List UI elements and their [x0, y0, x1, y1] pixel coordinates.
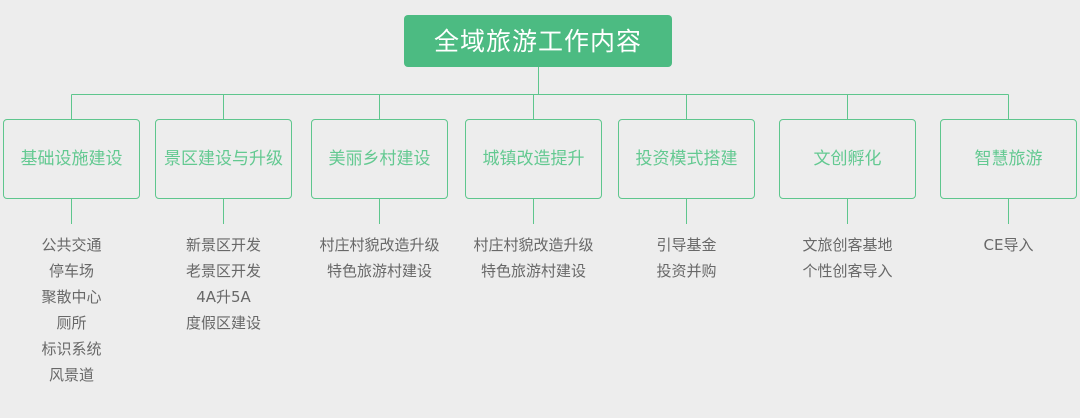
leaf-item: 特色旅游村建设 [480, 262, 586, 280]
leaf-list-6: 文旅创客基地个性创客导入 [779, 232, 916, 284]
branch-label-3: 美丽乡村建设 [328, 148, 431, 169]
leaf-list-5: 引导基金投资并购 [618, 232, 755, 284]
root-node-label: 全域旅游工作内容 [433, 26, 642, 56]
leaf-item: 聚散中心 [41, 288, 102, 306]
branch-label-2: 景区建设与升级 [164, 148, 283, 169]
leaf-item: 标识系统 [41, 340, 102, 358]
branch-box-5[interactable]: 投资模式搭建 [618, 119, 755, 199]
leaf-item: 风景道 [48, 366, 94, 384]
leaf-list-2: 新景区开发老景区开发 4A升5A 度假区建设 [155, 232, 292, 336]
branch-box-4[interactable]: 城镇改造提升 [465, 119, 602, 199]
leaf-list-7: CE导入 [940, 232, 1077, 258]
branch-label-4: 城镇改造提升 [482, 148, 585, 169]
leaf-item: CE导入 [983, 236, 1034, 254]
leaf-item: 村庄村貌改造升级 [319, 236, 440, 254]
branch-box-2[interactable]: 景区建设与升级 [155, 119, 292, 199]
leaf-item: 厕所 [56, 314, 87, 332]
branch-box-7[interactable]: 智慧旅游 [940, 119, 1077, 199]
branch-box-3[interactable]: 美丽乡村建设 [311, 119, 448, 199]
root-node[interactable]: 全域旅游工作内容 [404, 15, 672, 67]
branch-label-7: 智慧旅游 [974, 148, 1043, 169]
leaf-item: 停车场 [48, 262, 94, 280]
leaf-item: 村庄村貌改造升级 [473, 236, 594, 254]
leaf-list-3: 村庄村貌改造升级特色旅游村建设 [311, 232, 448, 284]
leaf-list-4: 村庄村貌改造升级特色旅游村建设 [465, 232, 602, 284]
leaf-item: 文旅创客基地 [802, 236, 893, 254]
leaf-item: 投资并购 [656, 262, 717, 280]
leaf-item: 度假区建设 [185, 314, 261, 332]
leaf-item: 公共交通 [41, 236, 102, 254]
leaf-list-1: 公共交通停车场聚散中心厕所标识系统风景道 [3, 232, 140, 388]
branch-box-1[interactable]: 基础设施建设 [3, 119, 140, 199]
branch-label-5: 投资模式搭建 [635, 148, 738, 169]
leaf-item: 新景区开发 [185, 236, 261, 254]
branch-label-1: 基础设施建设 [20, 148, 123, 169]
leaf-item: 引导基金 [656, 236, 717, 254]
branch-label-6: 文创孵化 [813, 148, 882, 169]
branch-box-6[interactable]: 文创孵化 [779, 119, 916, 199]
leaf-item: 老景区开发 [185, 262, 261, 280]
leaf-item: 4A升5A [196, 288, 251, 306]
leaf-item: 特色旅游村建设 [326, 262, 432, 280]
leaf-item: 个性创客导入 [802, 262, 893, 280]
